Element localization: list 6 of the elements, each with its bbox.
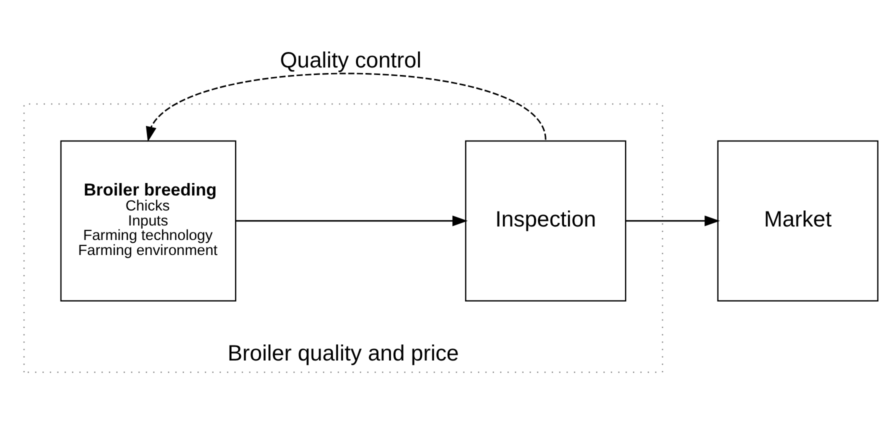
node-box: Inspection: [464, 140, 626, 302]
arrow: [625, 216, 720, 226]
node-box: Market: [716, 140, 878, 302]
arrow: [235, 216, 468, 226]
node-box: Broiler breeding Chicks Inputs Farming technology Farming environment: [60, 140, 236, 302]
edge-label: Quality control: [279, 48, 421, 73]
